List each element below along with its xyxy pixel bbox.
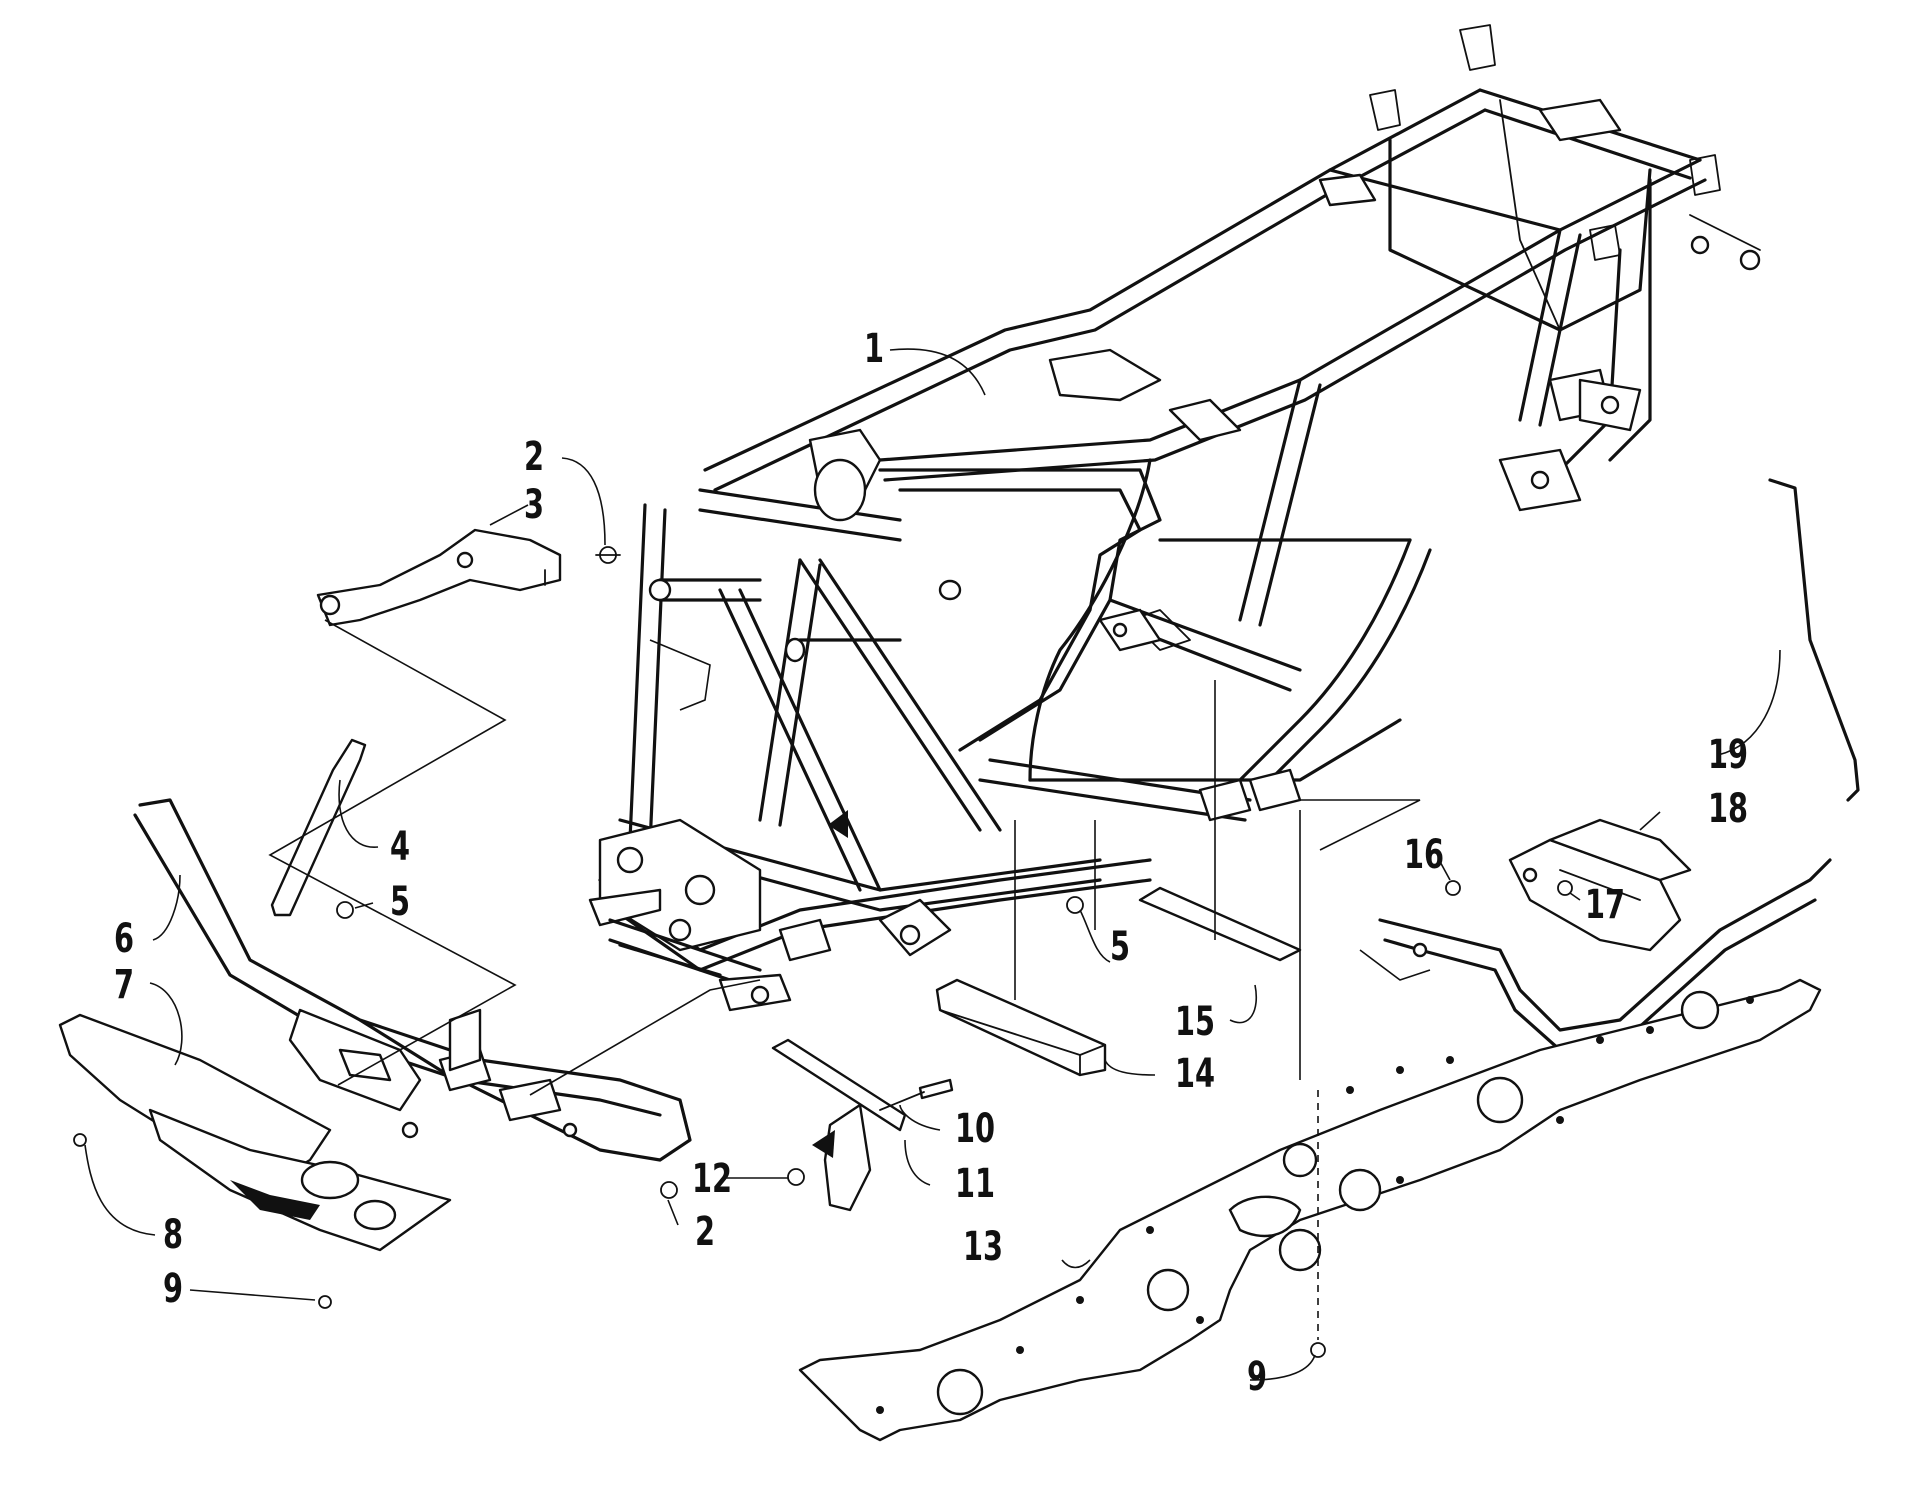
fasteners	[73, 546, 1573, 1358]
fastener-12-nut	[787, 1168, 805, 1186]
rear-bracket-part-18	[1378, 818, 1832, 1052]
callout-3: 3	[524, 482, 544, 528]
callout-9-left: 9	[163, 1266, 183, 1312]
callout-8: 8	[163, 1212, 183, 1258]
callout-14: 14	[1175, 1051, 1215, 1097]
callout-4: 4	[390, 824, 410, 870]
leader-lines	[268, 619, 1431, 1340]
callout-5-left: 5	[390, 879, 410, 925]
front-bracket-part-3	[316, 528, 562, 627]
callout-5-right: 5	[1110, 924, 1130, 970]
callout-11: 11	[955, 1161, 995, 1207]
fastener-10-bolt	[879, 1078, 954, 1111]
callout-6: 6	[114, 916, 134, 962]
callout-19: 19	[1708, 732, 1748, 778]
fastener-9-right	[1310, 1342, 1326, 1358]
front-bumper-part-6	[133, 798, 692, 1162]
skid-plate-part-13	[798, 978, 1822, 1442]
fastener-5-left	[336, 901, 354, 919]
callout-15: 15	[1175, 999, 1215, 1045]
callout-labels: 1 2 3 4 5 6 7 8 9 2 12 11 10 5 15 14 13 …	[114, 326, 1748, 1400]
callout-2-upper: 2	[524, 434, 544, 480]
foam-pad-part-14	[935, 978, 1107, 1077]
main-frame	[588, 24, 1761, 1012]
callout-10: 10	[955, 1106, 995, 1152]
fastener-9-left-bottom	[318, 1295, 332, 1309]
fastener-2-upper	[595, 546, 621, 564]
fastener-9-left-top	[73, 1133, 87, 1147]
callout-18: 18	[1708, 786, 1748, 832]
callout-1: 1	[864, 326, 884, 372]
callout-7: 7	[114, 962, 134, 1008]
callout-13: 13	[963, 1224, 1003, 1270]
fastener-2-lower	[660, 1181, 678, 1199]
pad-strip-part-15	[1138, 886, 1302, 962]
fastener-16-nut	[1445, 880, 1461, 896]
tie-rod-part-19	[1768, 478, 1860, 802]
fastener-17-bolt	[1557, 880, 1573, 896]
front-skid-guard-part-7	[58, 1013, 452, 1252]
callout-9-right: 9	[1247, 1354, 1267, 1400]
callout-17: 17	[1585, 882, 1625, 928]
callout-2-lower: 2	[695, 1209, 715, 1255]
callout-16: 16	[1404, 832, 1444, 878]
callout-12: 12	[692, 1156, 732, 1202]
callout-leaders	[84, 348, 1781, 1381]
fastener-5-right	[1066, 896, 1084, 914]
skid-strap-part-11	[771, 810, 907, 1212]
